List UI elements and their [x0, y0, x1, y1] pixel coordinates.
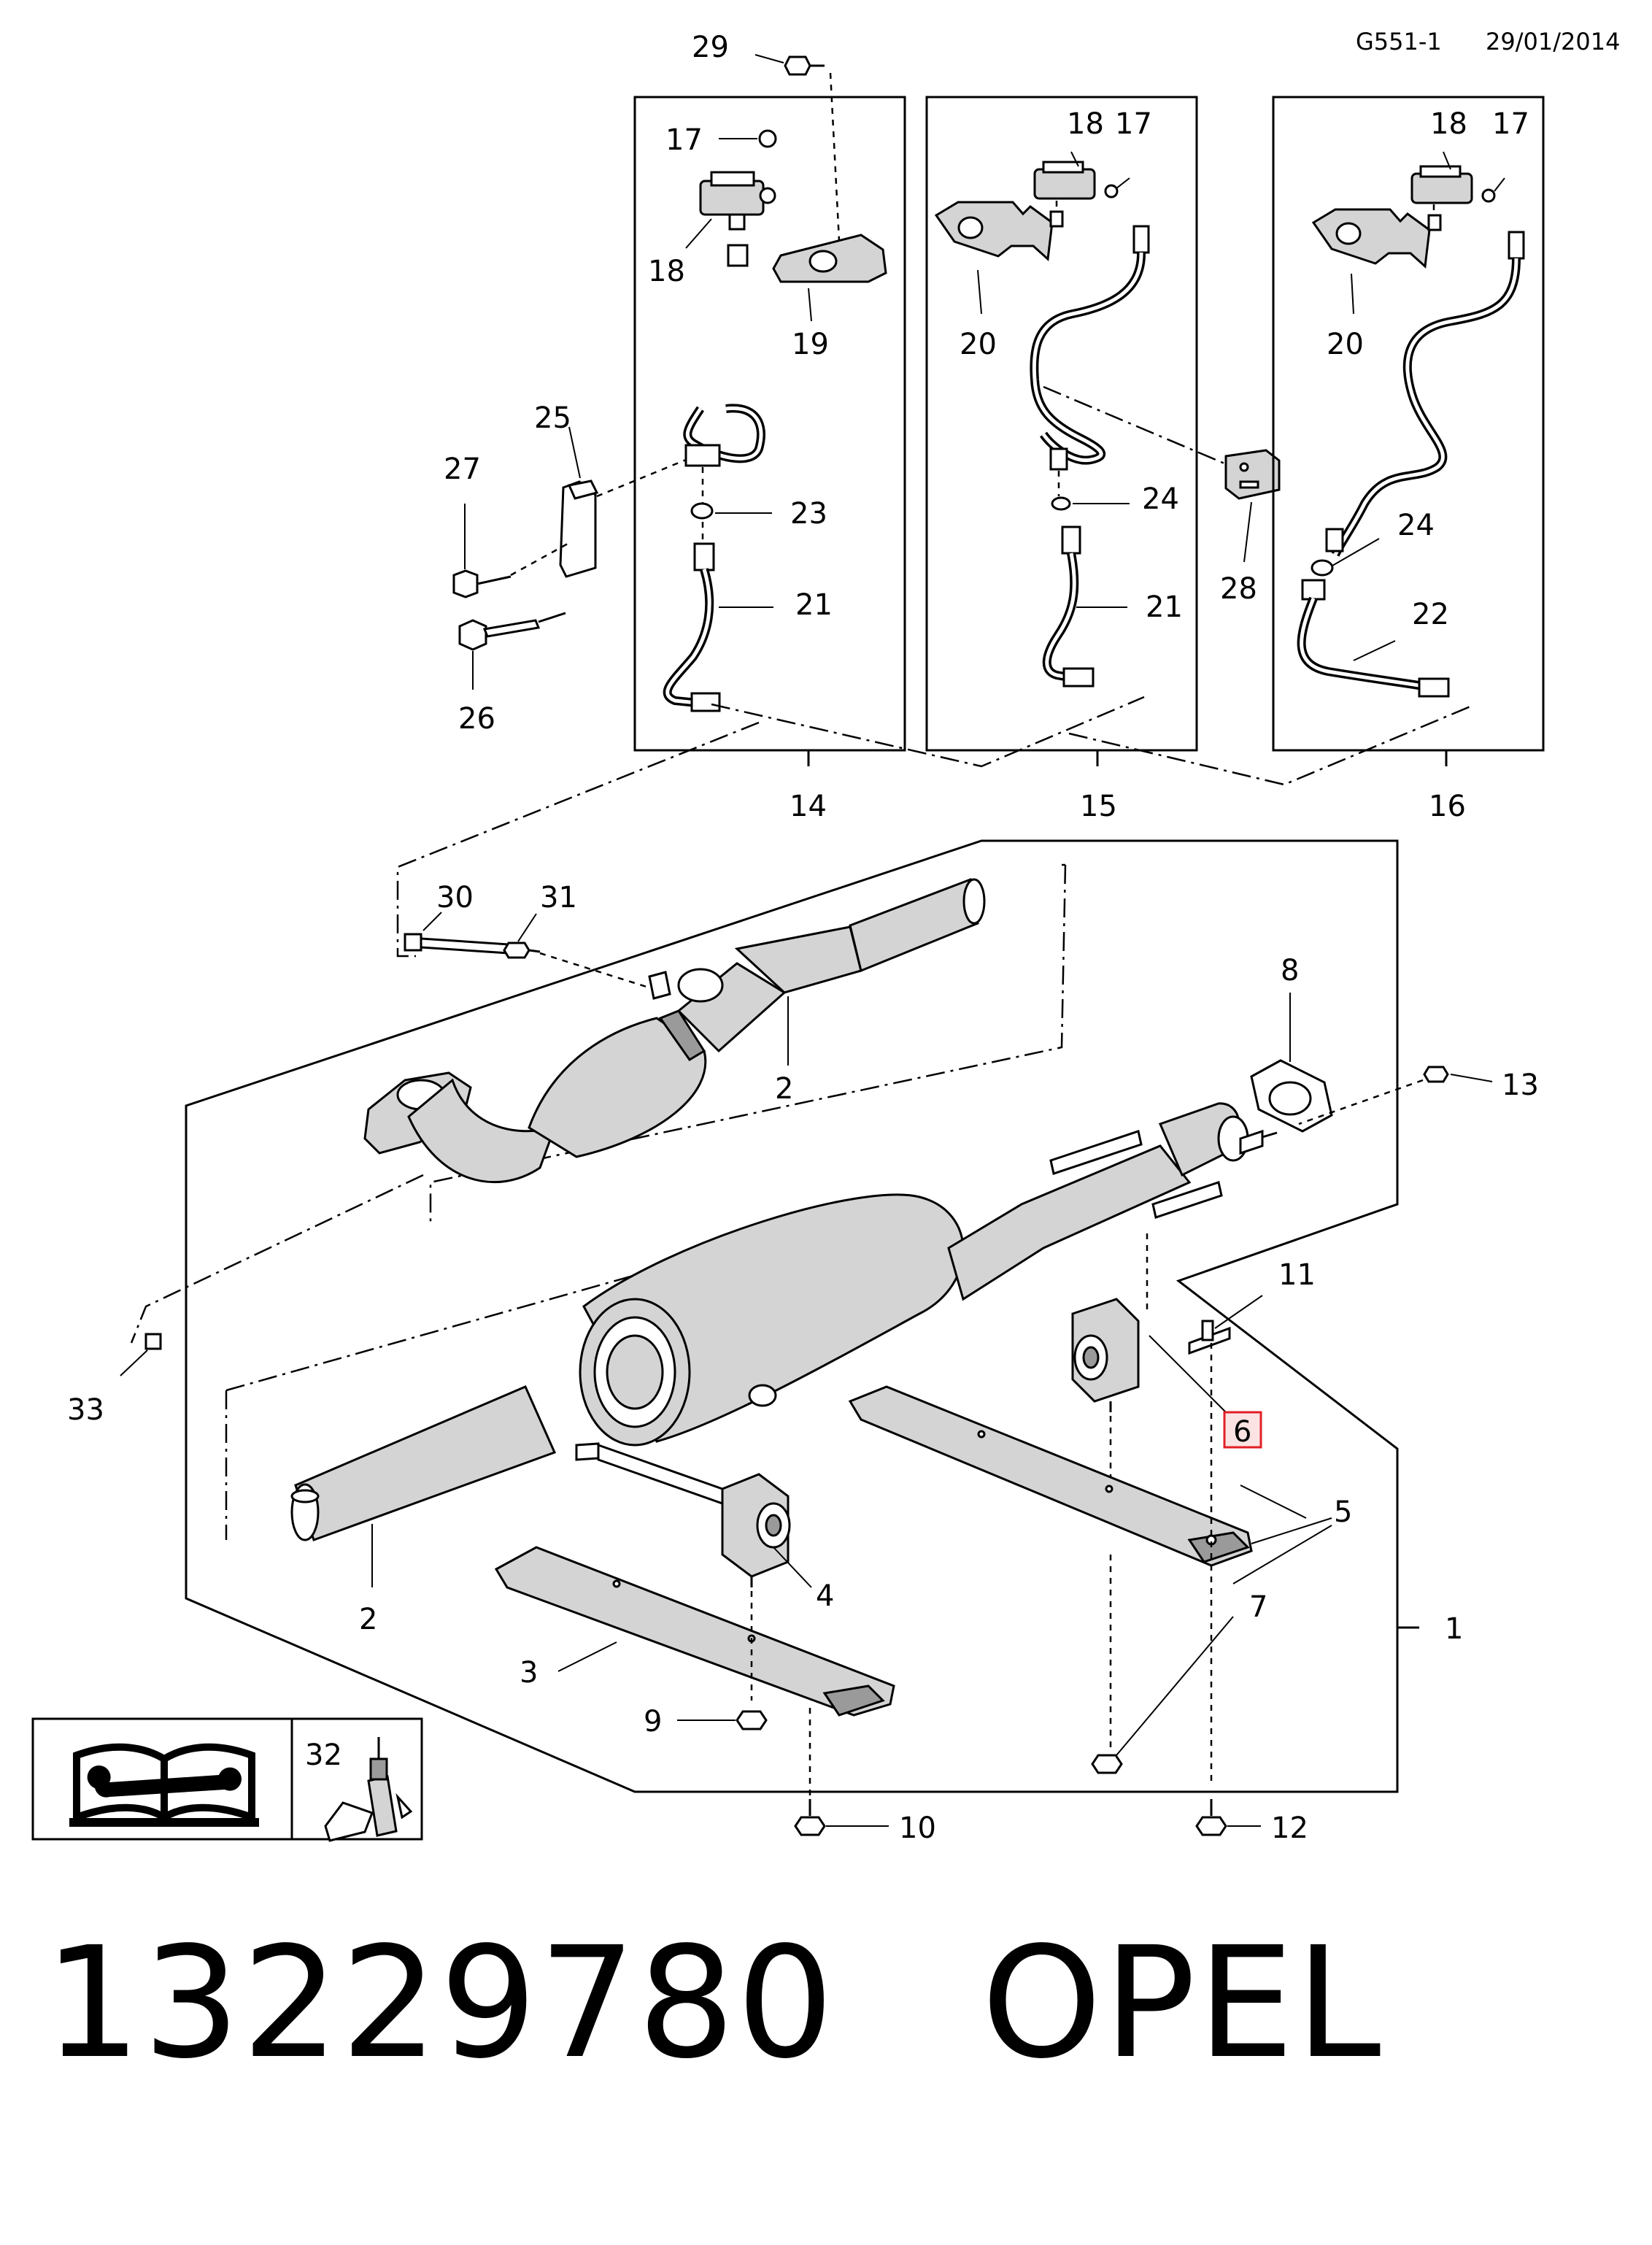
- bolt-12: [1195, 1799, 1261, 1836]
- callout-17: 17: [1115, 107, 1152, 141]
- callout-29: 29: [692, 31, 729, 64]
- callout-9: 9: [644, 1705, 662, 1738]
- callout-28: 28: [1220, 572, 1257, 606]
- callout-8: 8: [1281, 954, 1299, 987]
- pressure-sensor-18: [699, 171, 776, 231]
- callout-1: 1: [1445, 1612, 1463, 1646]
- callout-2: 2: [775, 1072, 793, 1106]
- callout-6: 6: [1233, 1415, 1251, 1449]
- callout-16: 16: [1429, 790, 1466, 823]
- highlight-callout-6: [1223, 1411, 1262, 1449]
- callout-13: 13: [1502, 1068, 1539, 1102]
- rubber-hanger-4: [575, 1442, 791, 1587]
- callout-21: 21: [1146, 590, 1183, 624]
- stud-bolt-30-31: [404, 912, 661, 993]
- callout-17: 17: [665, 123, 703, 157]
- detail-box-14: [452, 54, 906, 752]
- clip-11: [1188, 1295, 1263, 1355]
- legend-box: 32: [31, 1717, 423, 1842]
- callout-24: 24: [1397, 509, 1435, 542]
- front-pipe-2: [363, 877, 986, 1184]
- callout-18: 18: [1430, 107, 1467, 141]
- callout-25: 25: [534, 401, 571, 435]
- callout-17: 17: [1492, 107, 1529, 141]
- callout-7: 7: [1249, 1590, 1267, 1624]
- sealant-tube-icon: [324, 1737, 413, 1842]
- detail-box-16: [1272, 96, 1545, 752]
- callout-22: 22: [1412, 598, 1449, 631]
- callout-2: 2: [359, 1603, 377, 1636]
- callout-32: 32: [305, 1738, 342, 1772]
- callout-15: 15: [1080, 790, 1117, 823]
- callout-12: 12: [1271, 1811, 1308, 1845]
- brand-name: OPEL: [981, 1914, 1383, 2092]
- crossmember-5: [848, 1385, 1253, 1567]
- diagram-code: G551-1: [1356, 28, 1442, 55]
- callout-10: 10: [899, 1811, 936, 1845]
- callout-18: 18: [1067, 107, 1104, 141]
- muffler-pipe-2: [290, 1102, 1278, 1541]
- callout-26: 26: [458, 702, 495, 736]
- callout-33: 33: [67, 1393, 104, 1427]
- callout-18: 18: [648, 255, 685, 288]
- callout-31: 31: [540, 881, 577, 914]
- gasket-8: [1250, 993, 1333, 1133]
- detail-box-15: [925, 96, 1234, 752]
- callout-21: 21: [795, 588, 833, 622]
- callout-23: 23: [790, 497, 827, 531]
- bolt-29: [784, 55, 825, 76]
- diagram-date: 29/01/2014: [1486, 28, 1620, 55]
- callout-3: 3: [520, 1656, 538, 1690]
- assembly-frame-1: [185, 839, 1399, 1793]
- callout-30: 30: [436, 881, 474, 914]
- callout-27: 27: [444, 453, 481, 486]
- callout-4: 4: [816, 1579, 834, 1613]
- part-number: 13229780: [44, 1914, 835, 2092]
- nut-9: [677, 1710, 768, 1730]
- crossmember-3: [494, 1546, 895, 1717]
- service-manual-icon: [69, 1743, 259, 1827]
- callout-24: 24: [1142, 482, 1179, 516]
- bolt-10: [794, 1799, 889, 1836]
- callout-20: 20: [960, 328, 997, 361]
- callout-20: 20: [1327, 328, 1364, 361]
- callout-11: 11: [1278, 1258, 1316, 1292]
- clip-33: [120, 1333, 162, 1376]
- callout-14: 14: [790, 790, 827, 823]
- rubber-hanger-6: [1071, 1298, 1140, 1412]
- nut-7: [1091, 1525, 1332, 1774]
- bracket-28: [1224, 449, 1281, 563]
- nut-13: [1298, 1066, 1493, 1125]
- callout-5: 5: [1334, 1495, 1352, 1529]
- callout-labels: 29 17 18 19 18 17 20 18 17 20 25 27 23 2…: [67, 31, 1539, 1845]
- callout-19: 19: [792, 328, 829, 361]
